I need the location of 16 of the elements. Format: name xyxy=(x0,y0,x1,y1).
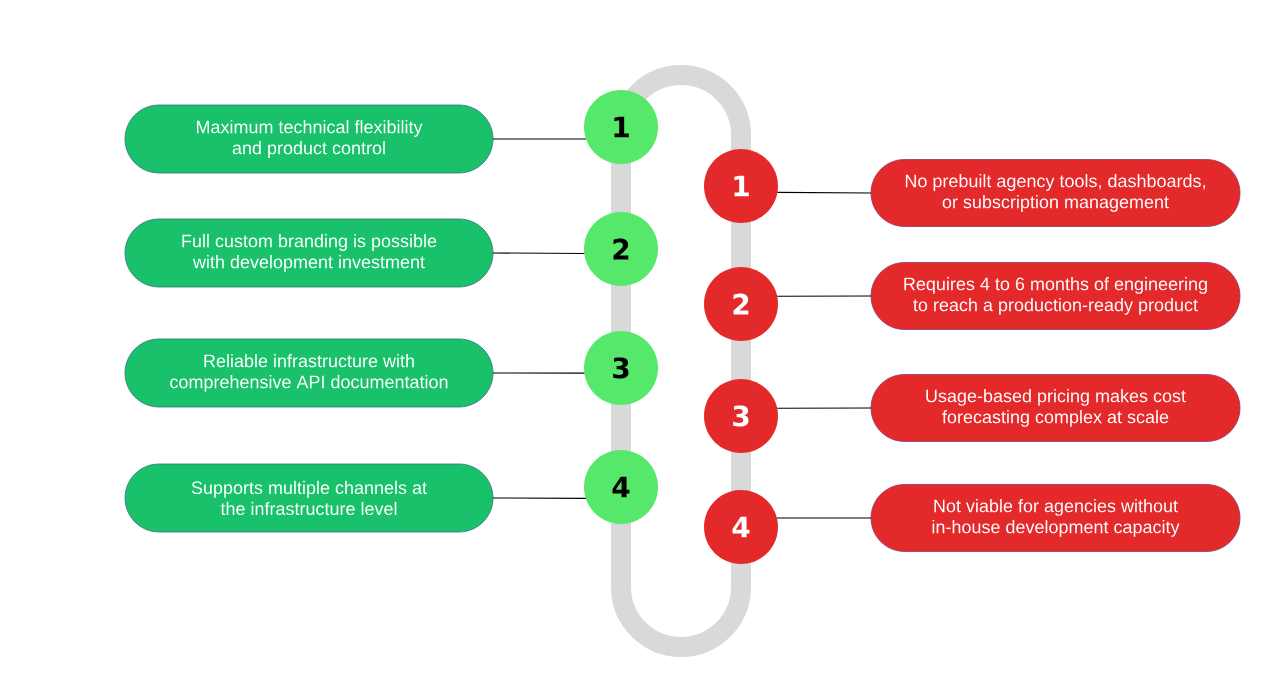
rounded-box: Not viable for agencies without in-house development capacity xyxy=(870,484,1241,552)
connector-line xyxy=(492,497,587,499)
connector-line xyxy=(492,372,585,374)
rounded-box: Full custom branding is possible with development investment xyxy=(124,218,494,288)
rounded-box: Usage-based pricing makes cost forecasting complex at scale xyxy=(870,374,1241,442)
rounded-box: Maximum technical flexibility and product control xyxy=(124,104,494,174)
connector-line xyxy=(776,191,872,194)
connector-line xyxy=(776,407,872,409)
connector-line xyxy=(492,138,587,140)
rounded-box: Supports multiple channels at the infrastructure level xyxy=(124,463,494,533)
rounded-box: No prebuilt agency tools, dashboards, or subscription management xyxy=(870,159,1241,227)
rounded-box: Reliable infrastructure with comprehensive API documentation xyxy=(124,338,494,408)
connector-line xyxy=(776,295,872,297)
connector-line xyxy=(776,517,872,519)
rounded-box: Requires 4 to 6 months of engineering to reach a production-ready product xyxy=(870,262,1241,330)
connector-line xyxy=(492,252,585,255)
